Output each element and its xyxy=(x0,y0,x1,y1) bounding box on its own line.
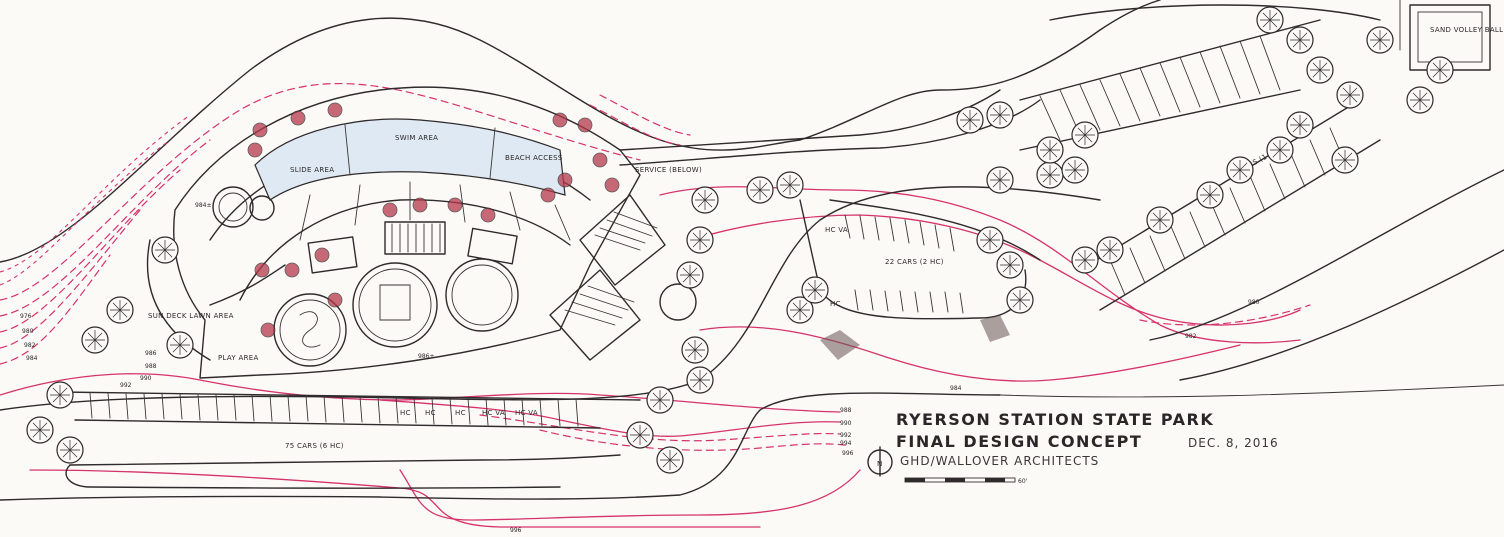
elev-980-east: 980 xyxy=(1248,299,1260,306)
play-area-label: PLAY AREA xyxy=(218,354,259,362)
firm-name: GHD/WALLOVER ARCHITECTS xyxy=(900,454,1099,468)
pool-basin xyxy=(254,118,566,201)
canopy-tree-icon xyxy=(327,102,343,118)
elev-984-pm: 984± xyxy=(195,202,211,209)
title-block: RYERSON STATION STATE PARK FINAL DESIGN … xyxy=(867,410,1279,485)
elev-990-label: 990 xyxy=(840,420,852,427)
canopy-tree-icon xyxy=(577,117,593,133)
elev-984: 984 xyxy=(26,355,38,362)
sun-deck-label: SUN DECK LAWN AREA xyxy=(148,312,234,320)
contour-lines xyxy=(0,82,1311,528)
sand-volleyball-label: SAND VOLLEY BALL xyxy=(1430,26,1503,34)
elev-996-label: 996 xyxy=(842,450,854,457)
title-line-2: FINAL DESIGN CONCEPT xyxy=(896,432,1142,451)
canopy-tree-icon xyxy=(260,322,276,338)
elev-982-east: 982 xyxy=(1185,333,1197,340)
sand-volleyball-court: SAND VOLLEY BALL xyxy=(1409,4,1503,71)
elev-994-label: 994 xyxy=(840,440,852,447)
lot-south-label: 75 CARS (6 HC) xyxy=(285,442,344,450)
parking-lot-south: HC HC HC HC VA HC VA 75 CARS (6 HC) xyxy=(59,391,641,450)
shoreline xyxy=(0,0,1401,263)
lot-south-hc-1: HC xyxy=(400,409,411,417)
slide-area-label: SLIDE AREA xyxy=(290,166,334,174)
lot-center-hc: HC xyxy=(830,300,841,308)
title-line-1: RYERSON STATION STATE PARK xyxy=(896,410,1214,429)
elev-990: 990 xyxy=(140,375,152,382)
service-label: SERVICE (BELOW) xyxy=(635,166,702,174)
elev-996-bottom: 996 xyxy=(510,527,522,534)
north-arrow: N xyxy=(867,446,893,477)
lot-south-hc-3: HC xyxy=(455,409,466,417)
elev-988-label: 988 xyxy=(840,407,852,414)
slide-tower xyxy=(212,186,254,228)
splash-pad-center xyxy=(352,262,438,348)
lot-south-hc-2: HC xyxy=(425,409,436,417)
plaza-circle xyxy=(659,283,697,321)
elev-992: 992 xyxy=(120,382,132,389)
elev-980: 980 xyxy=(22,328,34,335)
canopy-tree-icon xyxy=(290,110,306,126)
elev-984-south: 984 xyxy=(950,385,962,392)
lot-south-hc-va-2: HC VA xyxy=(515,409,538,417)
canopy-tree-icon xyxy=(412,197,428,213)
elev-976: 976 xyxy=(20,313,32,320)
scale-end-label: 60' xyxy=(1018,478,1028,485)
title-date: DEC. 8, 2016 xyxy=(1188,436,1279,450)
trees xyxy=(26,6,1454,474)
canopy-tree-icon xyxy=(604,177,620,193)
canopy-tree-icon xyxy=(592,152,608,168)
canopy-tree-icon xyxy=(382,202,398,218)
canopy-tree-icon xyxy=(327,292,343,308)
elev-988: 988 xyxy=(145,363,157,370)
scale-bar: 60' xyxy=(904,477,1028,485)
canopy-tree-icon xyxy=(447,197,463,213)
splash-pad-east xyxy=(445,258,519,332)
pool-complex: SLIDE AREA SWIM AREA BEACH ACCESS xyxy=(146,86,702,379)
roads xyxy=(0,4,1504,501)
canopy-tree-icon xyxy=(254,262,270,278)
elev-986: 986 xyxy=(145,350,157,357)
canopy-tree-icon xyxy=(314,247,330,263)
canopy-tree-icon xyxy=(540,187,556,203)
swim-area-label: SWIM AREA xyxy=(395,134,438,142)
elev-992-label: 992 xyxy=(840,432,852,439)
north-label: N xyxy=(877,460,883,468)
elev-982: 982 xyxy=(24,342,36,349)
lot-center-hc-label: HC VA xyxy=(825,226,848,234)
canopy-tree-icon xyxy=(247,142,263,158)
canopy-tree-icon xyxy=(552,112,568,128)
lot-south-hc-va-1: HC VA xyxy=(482,409,505,417)
canopy-tree-icon xyxy=(480,207,496,223)
elevation-labels: 976 980 982 984 986 988 990 992 984± 986… xyxy=(20,202,1260,534)
elev-986-pm: 986± xyxy=(418,353,434,360)
lot-center-label: 22 CARS (2 HC) xyxy=(885,258,944,266)
service-building-roofs xyxy=(549,194,666,361)
canopy-tree-icon xyxy=(284,262,300,278)
parking-lot-center: 22 CARS (2 HC) HC VA HC xyxy=(799,199,1041,360)
canopy-tree-icon xyxy=(252,122,268,138)
beach-access-label: BEACH ACCESS xyxy=(505,154,563,162)
canopy-tree-icon xyxy=(557,172,573,188)
